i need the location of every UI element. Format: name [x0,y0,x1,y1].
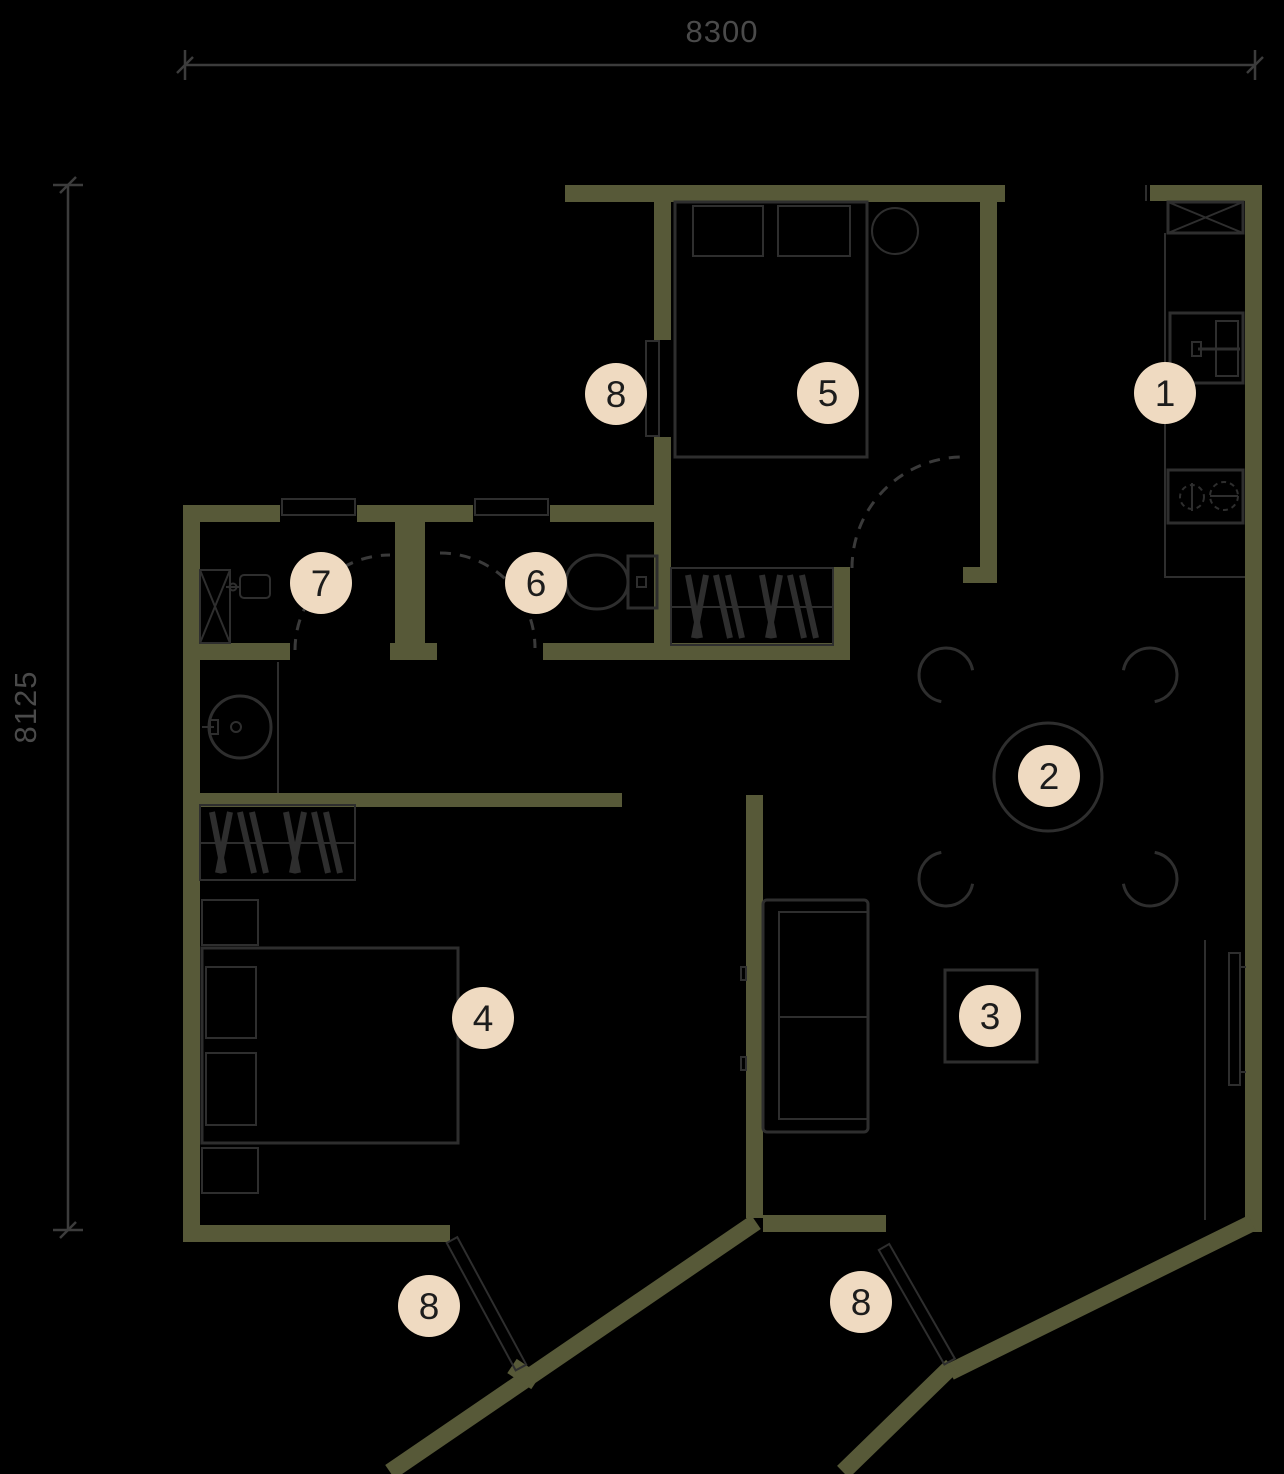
bedroom5 [673,200,919,459]
sofa-icon [761,898,870,1134]
svg-text:8: 8 [606,374,627,415]
svg-text:8: 8 [851,1282,872,1323]
room-marker-8-8: 8 [398,1275,460,1337]
dimension-top-label: 8300 [686,14,759,49]
dining-chair [1121,646,1179,704]
bedroom4 [199,804,747,1194]
coffee-table [943,968,1039,1064]
window-bedroom5 [645,340,660,437]
dining-chair [917,646,975,704]
terrace-door-left [445,1235,528,1372]
stove-icon [1166,468,1245,525]
dining-chair [1121,850,1179,908]
svg-text:3: 3 [980,996,1001,1037]
washbasin-icon [226,574,271,599]
room-marker-8-9: 8 [830,1271,892,1333]
svg-text:1: 1 [1155,373,1176,414]
room-marker-4-3: 4 [452,987,514,1049]
kitchen-sink-icon [1168,311,1245,385]
svg-text:4: 4 [473,998,494,1039]
bathroom6 [564,553,659,611]
svg-text:6: 6 [526,563,547,604]
room-marker-2-1: 2 [1018,745,1080,807]
terrace-door-right [877,1242,957,1366]
dimension-top: 8300 [176,14,1264,80]
hall-closet [670,567,834,646]
bedside-table [201,899,259,946]
wall-mount [740,966,747,981]
room-markers: 1 2 3 4 5 6 7 8 8 8 [290,362,1196,1337]
pillow [205,966,257,1039]
room-marker-6-5: 6 [505,552,567,614]
door-swing-bath7 [293,553,391,651]
duct-shaft-icon [199,569,231,644]
dimension-left-label: 8125 [8,671,43,744]
room-marker-5-4: 5 [797,362,859,424]
window-bath-right [474,498,549,516]
dining-table [992,721,1104,833]
svg-text:8: 8 [419,1286,440,1327]
room-marker-7-6: 7 [290,552,352,614]
dimension-left: 8125 [8,176,83,1239]
bed-5 [673,200,869,459]
door-swings [293,455,964,651]
dining-chair [917,850,975,908]
hanging-clothes-icon [209,811,343,874]
bedside-table-round [871,207,919,255]
windows [281,340,957,1372]
hanging-clothes-icon [685,574,819,639]
kitchen [1164,200,1245,578]
room-marker-3-2: 3 [959,985,1021,1047]
pillow [777,205,851,257]
svg-text:7: 7 [311,563,332,604]
room-marker-8-7: 8 [585,363,647,425]
pillow [205,1052,257,1126]
toilet-icon [564,553,659,611]
door-swing-bath6 [439,551,537,649]
window-bath-left [281,498,356,516]
kitchen-counter [1164,233,1245,578]
laundry-nook [202,662,279,793]
fridge-shaft-icon [1166,200,1245,235]
dining-set [917,646,1179,908]
living-room [761,898,1246,1220]
svg-text:2: 2 [1039,756,1060,797]
wardrobe-4 [199,804,356,881]
room-marker-1-0: 1 [1134,362,1196,424]
svg-text:5: 5 [818,373,839,414]
washing-machine-icon [202,694,273,760]
tv-panel-icon [1228,952,1246,1086]
walls [183,185,1262,1474]
bed-4 [200,946,460,1145]
bedside-table [201,1147,259,1194]
pillow [692,205,764,257]
wall-mount [740,1056,747,1071]
door-swing-bedroom5 [850,455,964,569]
bathroom7 [199,569,271,644]
